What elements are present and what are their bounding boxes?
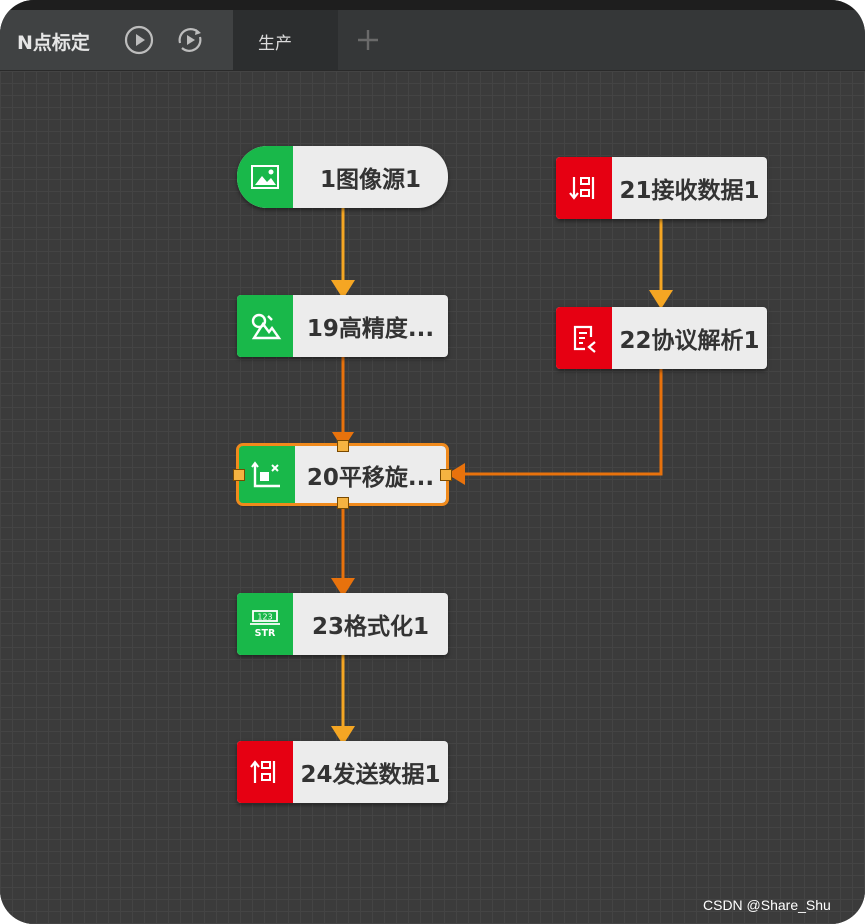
node-format[interactable]: 123 STR 23格式化1 bbox=[237, 593, 448, 655]
node-protocol-parse[interactable]: 22协议解析1 bbox=[556, 307, 767, 369]
solution-title: N点标定 bbox=[17, 32, 90, 54]
watermark: CSDN @Share_Shu bbox=[703, 897, 831, 913]
node-label: 24发送数据1 bbox=[300, 762, 441, 788]
node-send-data[interactable]: 24发送数据1 bbox=[237, 741, 448, 803]
format-str-icon: 123 STR bbox=[250, 610, 280, 639]
svg-text:STR: STR bbox=[255, 628, 276, 639]
tab-production-label: 生产 bbox=[258, 34, 292, 54]
run-loop-icon[interactable] bbox=[174, 24, 206, 56]
input-port-top[interactable] bbox=[337, 440, 349, 452]
wire-20-to-23 bbox=[331, 506, 355, 597]
solution-tab[interactable]: N点标定 bbox=[0, 10, 233, 70]
window-top-strip bbox=[0, 0, 865, 10]
plus-icon[interactable] bbox=[352, 24, 384, 56]
protocol-parse-icon bbox=[573, 325, 596, 353]
tab-production[interactable]: 生产 bbox=[233, 10, 338, 70]
tab-bar: N点标定 生产 bbox=[0, 10, 865, 71]
wire-21-to-22 bbox=[649, 219, 673, 309]
node-receive-data[interactable]: 21接收数据1 bbox=[556, 157, 767, 219]
node-high-precision-match[interactable]: 19高精度... bbox=[237, 295, 448, 357]
node-label: 19高精度... bbox=[306, 316, 435, 342]
wire-22-to-20 bbox=[447, 369, 663, 485]
node-label: 23格式化1 bbox=[311, 614, 429, 640]
node-label: 22协议解析1 bbox=[619, 328, 760, 354]
wire-1-to-19 bbox=[331, 208, 355, 299]
input-port-right[interactable] bbox=[440, 469, 452, 481]
transform-icon bbox=[251, 460, 280, 487]
receive-data-icon bbox=[569, 177, 595, 200]
wire-23-to-24 bbox=[331, 655, 355, 745]
node-image-source[interactable]: 1图像源1 bbox=[237, 146, 448, 208]
send-data-icon bbox=[250, 760, 276, 783]
node-label: 20平移旋... bbox=[306, 464, 435, 491]
node-label: 21接收数据1 bbox=[619, 178, 760, 204]
wire-19-to-20 bbox=[332, 357, 354, 449]
image-icon bbox=[251, 165, 279, 189]
node-translate-rotate[interactable]: 20平移旋... bbox=[233, 440, 452, 509]
node-label: 1图像源1 bbox=[319, 167, 421, 193]
svg-text:123: 123 bbox=[257, 613, 272, 622]
shape-match-icon bbox=[251, 313, 282, 340]
input-port-left[interactable] bbox=[233, 469, 245, 481]
output-port-bottom[interactable] bbox=[337, 497, 349, 509]
run-once-icon[interactable] bbox=[123, 24, 155, 56]
